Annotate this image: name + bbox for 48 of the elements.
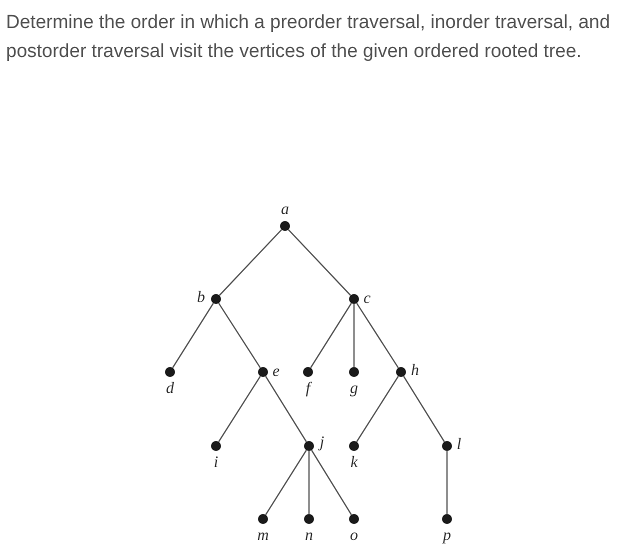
vertex-label: h — [411, 363, 419, 379]
question-text: Determine the order in which a preorder traversal, inorder traversal, and postorder traversal visit the vertices of the given ordered rooted tree. — [6, 11, 612, 64]
vertex-label: l — [456, 437, 462, 453]
vertex-dot — [396, 367, 406, 377]
vertex-label: c — [363, 291, 371, 307]
vertex-label: f — [306, 381, 310, 397]
vertex-dot — [304, 514, 314, 524]
tree-edge — [356, 376, 399, 442]
vertex-dot — [349, 441, 359, 451]
vertex-dot — [349, 514, 359, 524]
vertex-dot — [165, 367, 175, 377]
tree-edge — [172, 302, 214, 368]
vertex-dot — [349, 367, 359, 377]
tree-edge — [218, 376, 261, 442]
vertex-dot — [349, 294, 359, 304]
vertex-label: p — [443, 528, 451, 544]
tree-edge — [310, 302, 352, 368]
vertex-dot — [258, 367, 268, 377]
vertex-label: a — [281, 202, 289, 218]
tree-edge — [403, 376, 445, 442]
tree-edge — [288, 229, 352, 296]
tree-edge — [353, 304, 355, 367]
vertex-label: b — [197, 290, 205, 306]
vertex-dot — [304, 441, 314, 451]
vertex-label: d — [166, 381, 174, 397]
vertex-label: o — [350, 528, 358, 544]
vertex-label: e — [272, 364, 280, 380]
vertex-dot — [303, 367, 313, 377]
tree-edge — [308, 451, 310, 514]
vertex-label: k — [350, 455, 358, 471]
vertex-label: j — [320, 435, 324, 451]
vertex-dot — [211, 294, 221, 304]
tree-edge — [218, 229, 282, 296]
tree-edge — [446, 451, 448, 514]
tree-edge — [218, 302, 261, 368]
tree-edge — [265, 450, 307, 516]
tree-edge — [265, 376, 307, 442]
vertex-dot — [280, 221, 290, 231]
vertex-label: i — [214, 455, 218, 471]
tree-edge — [311, 450, 352, 516]
vertex-dot — [258, 514, 268, 524]
vertex-label: m — [257, 528, 269, 544]
tree-edge — [356, 302, 399, 368]
vertex-label: g — [350, 381, 358, 397]
vertex-dot — [211, 441, 221, 451]
vertex-dot — [442, 441, 452, 451]
vertex-dot — [442, 514, 452, 524]
vertex-label: n — [305, 528, 313, 544]
